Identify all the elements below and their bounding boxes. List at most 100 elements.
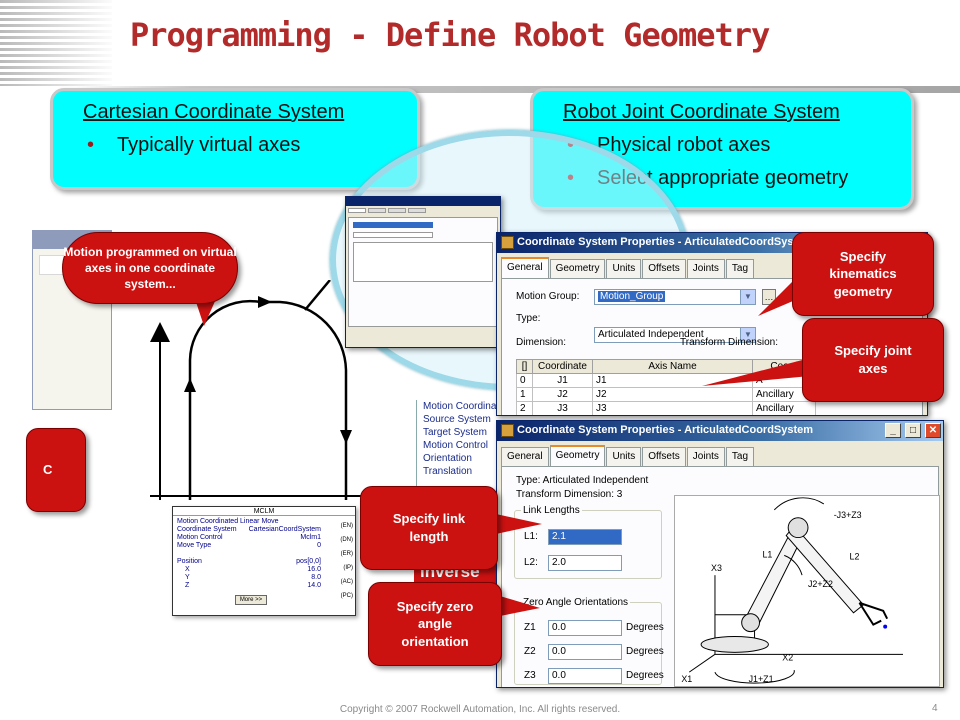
mclm-row: Motion Coordinated Linear Move bbox=[177, 518, 279, 525]
path-arrow-up bbox=[184, 378, 196, 392]
minimize-button[interactable]: _ bbox=[885, 423, 901, 438]
app-icon bbox=[501, 424, 514, 437]
list-item: Motion Control bbox=[423, 440, 489, 451]
mclm-pin: (DN) bbox=[340, 537, 353, 543]
cartesian-title: Cartesian Coordinate System bbox=[83, 101, 345, 123]
z1-input[interactable]: 0.0 bbox=[548, 620, 622, 636]
diagram-x1: X1 bbox=[681, 674, 692, 684]
tab-offsets[interactable]: Offsets bbox=[642, 259, 686, 278]
tab-units[interactable]: Units bbox=[606, 447, 642, 466]
background-list: Motion Coordinat Source System Target Sy… bbox=[416, 400, 502, 490]
link-lengths-group: Link Lengths bbox=[514, 505, 662, 579]
tab-offsets[interactable]: Offsets bbox=[642, 447, 686, 466]
motion-callout: Motion programmed on virtual axes in one… bbox=[62, 232, 238, 304]
diagram-j2z2: J2+Z2 bbox=[808, 579, 833, 589]
joint-axes-callout-text: Specify joint axes bbox=[834, 343, 912, 376]
z2-input[interactable]: 0.0 bbox=[548, 644, 622, 660]
z3-input[interactable]: 0.0 bbox=[548, 668, 622, 684]
close-button[interactable]: ✕ bbox=[925, 423, 941, 438]
zero-angle-legend: Zero Angle Orientations bbox=[523, 597, 629, 608]
coord-properties-window-geometry: Coordinate System Properties - Articulat… bbox=[496, 420, 944, 688]
tab-geometry[interactable]: Geometry bbox=[549, 445, 606, 466]
diagram-j3z3: -J3+Z3 bbox=[834, 510, 862, 520]
joint-axes-callout-tail bbox=[702, 358, 810, 386]
zero-angle-callout: Specify zero angle orientation bbox=[368, 582, 502, 666]
z3-unit: Degrees bbox=[626, 670, 664, 681]
grid-header: Axis Name bbox=[592, 359, 753, 374]
motion-callout-text: Motion programmed on virtual axes in one… bbox=[63, 244, 237, 292]
robot-arm-diagram: L1 L2 -J3+Z3 J2+Z2 X3 X2 X1 J1+Z1 bbox=[674, 495, 940, 687]
z3-label: Z3 bbox=[524, 670, 536, 681]
title-divider bbox=[0, 86, 960, 93]
type-select[interactable]: Articulated Independent bbox=[594, 327, 756, 343]
page-title: Programming - Define Robot Geometry bbox=[130, 16, 770, 54]
tab-strip: General Geometry Units Offsets Joints Ta… bbox=[497, 253, 927, 278]
mclm-pin: (PC) bbox=[340, 593, 353, 599]
kinematics-callout-tail bbox=[758, 274, 800, 316]
z2-unit: Degrees bbox=[626, 646, 664, 657]
window-title: Coordinate System Properties - Articulat… bbox=[517, 236, 814, 248]
pointer-line-to-window bbox=[304, 280, 331, 311]
tab-joints[interactable]: Joints bbox=[686, 259, 725, 278]
tab-general[interactable]: General bbox=[501, 447, 549, 466]
path-arrow-right bbox=[258, 296, 272, 308]
list-item: Source System bbox=[423, 414, 491, 425]
z1-label: Z1 bbox=[524, 622, 536, 633]
partial-callout-left: C bbox=[26, 428, 86, 512]
type-line: Type: Articulated Independent bbox=[516, 475, 649, 486]
zero-angle-callout-tail bbox=[500, 596, 540, 616]
l1-input[interactable]: 2.1 bbox=[548, 529, 622, 545]
app-icon bbox=[501, 236, 514, 249]
cartesian-info-box: Cartesian Coordinate System Typically vi… bbox=[50, 88, 420, 190]
mclm-pin: (EN) bbox=[340, 523, 353, 529]
diagram-l2: L2 bbox=[850, 551, 860, 561]
diagram-x2: X2 bbox=[782, 652, 793, 662]
kinematics-callout-text: Specify kinematics geometry bbox=[829, 248, 897, 299]
tab-strip: General Geometry Units Offsets Joints Ta… bbox=[497, 441, 943, 466]
l1-label: L1: bbox=[524, 531, 538, 542]
transform-line: Transform Dimension: 3 bbox=[516, 489, 623, 500]
window-title: Coordinate System Properties - Articulat… bbox=[517, 424, 814, 436]
tab-tag[interactable]: Tag bbox=[725, 447, 755, 466]
axis-name-select[interactable]: J3 bbox=[592, 401, 753, 415]
link-lengths-legend: Link Lengths bbox=[523, 505, 580, 516]
diagram-j1z1: J1+Z1 bbox=[749, 674, 774, 684]
link-length-callout: Specify link length bbox=[360, 486, 498, 570]
zero-angle-callout-text: Specify zero angle orientation bbox=[396, 598, 474, 649]
mclm-row bbox=[173, 550, 325, 558]
tab-tag[interactable]: Tag bbox=[725, 259, 755, 278]
copyright-footer: Copyright © 2007 Rockwell Automation, In… bbox=[339, 704, 621, 715]
maximize-button[interactable]: □ bbox=[905, 423, 921, 438]
path-arrow-down bbox=[340, 430, 352, 444]
tab-units[interactable]: Units bbox=[606, 259, 642, 278]
grid-header: [] bbox=[516, 359, 533, 374]
tab-general[interactable]: General bbox=[501, 257, 549, 278]
mclm-more-button[interactable]: More >> bbox=[235, 595, 267, 605]
list-item: Motion Coordinat bbox=[423, 401, 500, 412]
tab-joints[interactable]: Joints bbox=[686, 447, 725, 466]
motion-path bbox=[188, 299, 348, 500]
tab-geometry[interactable]: Geometry bbox=[549, 259, 606, 278]
motion-group-select[interactable]: Motion_Group bbox=[594, 289, 756, 305]
motion-group-browse-button[interactable]: … bbox=[762, 289, 776, 305]
dimension-label: Dimension: bbox=[516, 337, 567, 348]
joint-axes-callout: Specify joint axes bbox=[802, 318, 944, 402]
cartesian-bullet-1: Typically virtual axes bbox=[83, 134, 387, 157]
window-titlebar: Coordinate System Properties - Articulat… bbox=[497, 421, 943, 441]
z1-unit: Degrees bbox=[626, 622, 664, 633]
list-item: Translation bbox=[423, 466, 473, 477]
transform-dimension-label: Transform Dimension: bbox=[680, 337, 778, 348]
mclm-pin: (AC) bbox=[340, 579, 353, 585]
l2-input[interactable]: 2.0 bbox=[548, 555, 622, 571]
type-label: Type: bbox=[516, 313, 541, 324]
mclm-pin: (ER) bbox=[340, 551, 353, 557]
list-item: Orientation bbox=[423, 453, 472, 464]
